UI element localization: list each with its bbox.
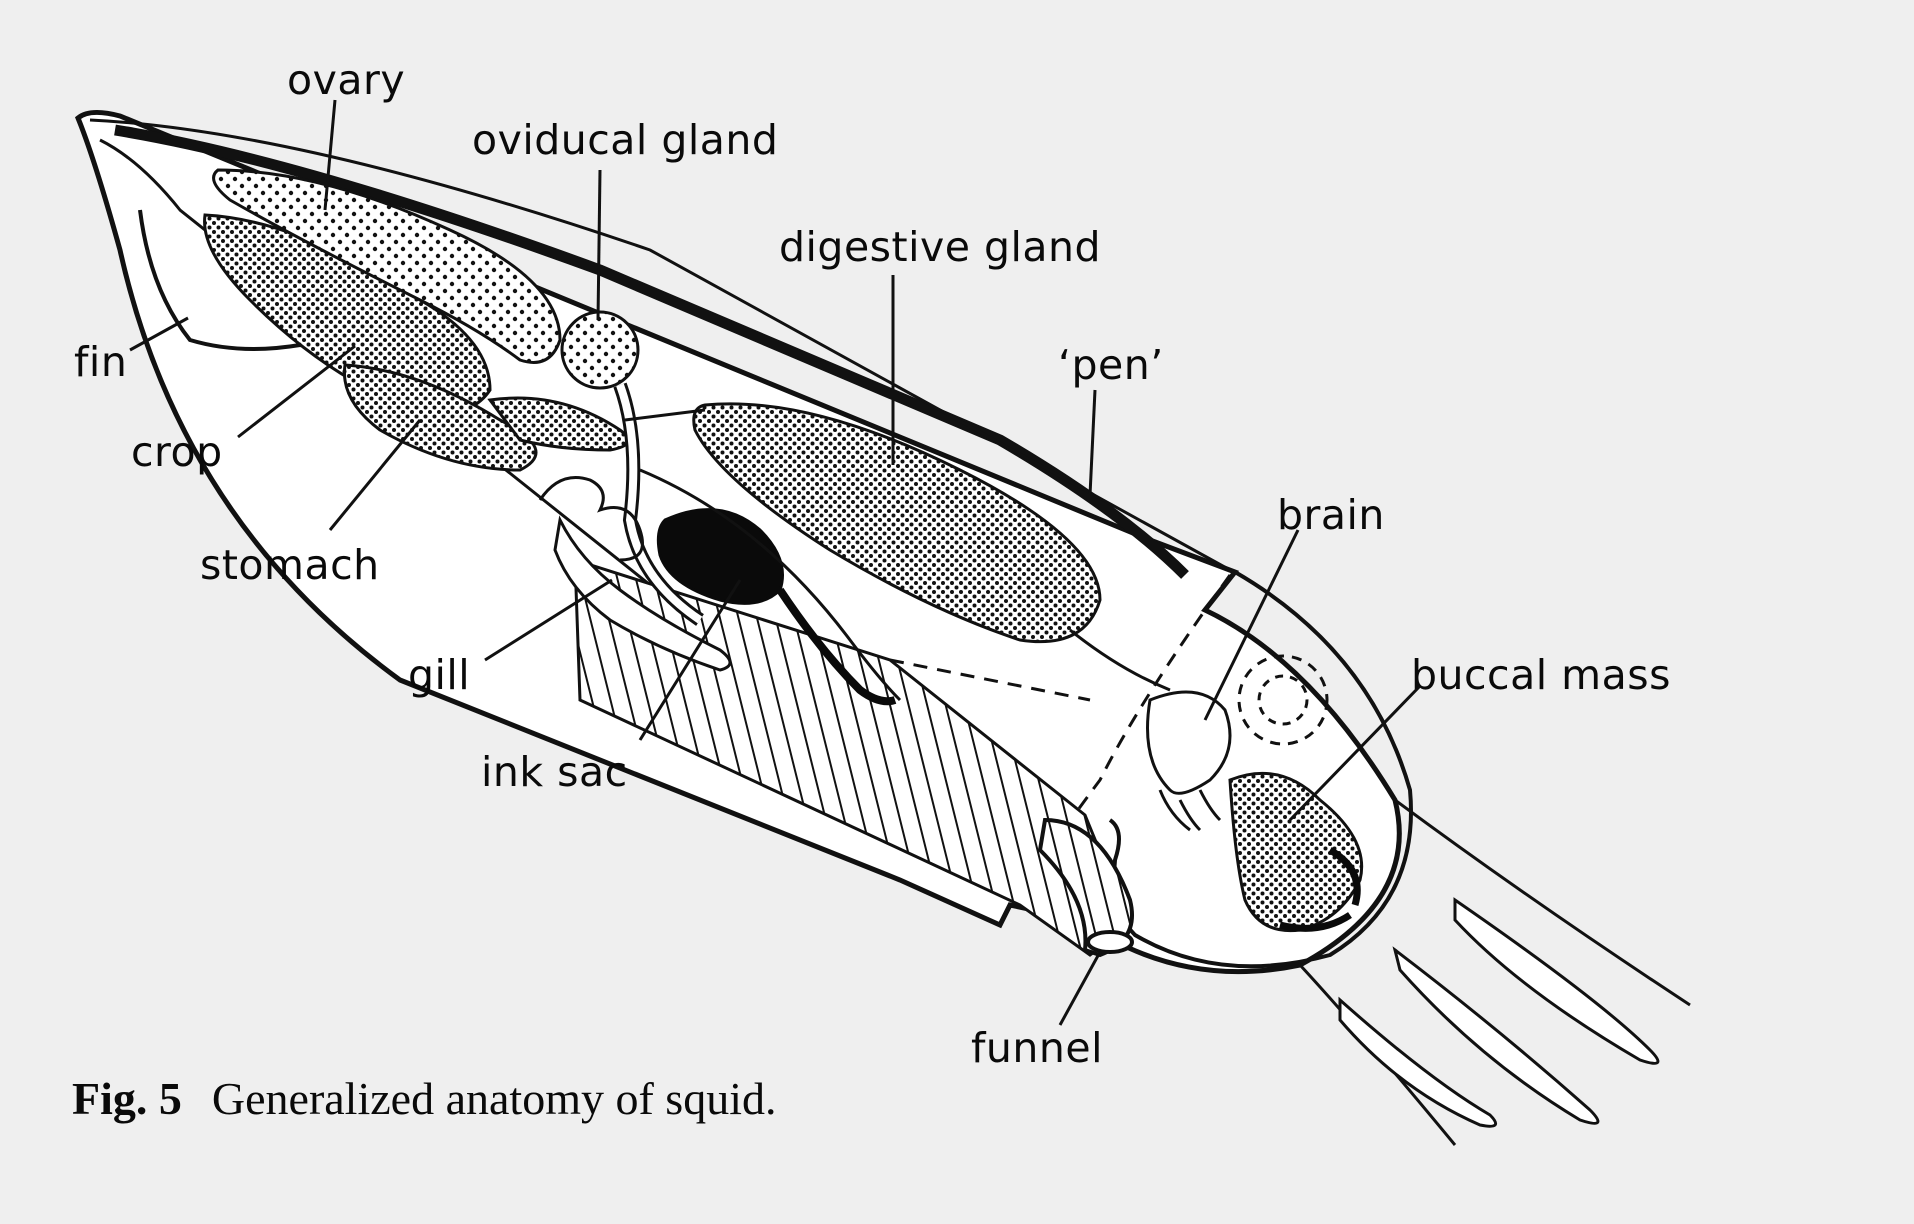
beak (1279, 846, 1361, 932)
label-gill: gill (408, 651, 471, 699)
label-digestive-gland: digestive gland (779, 223, 1102, 271)
caption-text: Generalized anatomy of squid. (211, 1073, 777, 1124)
esophagus (624, 408, 1171, 692)
label-stomach: stomach (200, 541, 380, 589)
leader-crop (237, 344, 356, 439)
label-oviducal-gland: oviducal gland (472, 116, 779, 164)
gill-plume (538, 476, 644, 562)
ovary-shape (212, 168, 562, 364)
label-fin: fin (74, 338, 128, 386)
label-brain: brain (1277, 491, 1385, 539)
oviduct-inner (616, 383, 703, 624)
leader-ink (638, 579, 742, 741)
cavity-dashed (889, 658, 1091, 702)
leader-funnel (1058, 951, 1102, 1026)
arm-1 (1394, 798, 1691, 1007)
label-buccal-mass: buccal mass (1411, 651, 1671, 699)
digestive-gland-shape (692, 402, 1102, 644)
eye-outer (1237, 654, 1329, 746)
leader-pen (1088, 389, 1097, 496)
gill-shape (553, 515, 732, 672)
dorsal-line (89, 118, 1231, 572)
brain-shape (1146, 690, 1232, 795)
leader-brain (1203, 529, 1300, 721)
ink-sac-shape (656, 508, 784, 605)
buccal-mass-shape (1228, 771, 1364, 933)
leader-buccal (1288, 684, 1422, 822)
leader-stomach (328, 419, 422, 531)
label-funnel: funnel (971, 1024, 1104, 1072)
label-ink-sac: ink sac (481, 748, 628, 796)
oviducal-gland-shape (560, 310, 640, 390)
label-crop: crop (131, 428, 223, 476)
figure-number: Fig. 5 (72, 1073, 182, 1124)
leader-oviducal (596, 169, 602, 321)
figure-caption: Fig. 5 Generalized anatomy of squid. (72, 1076, 776, 1122)
stomach-shape (342, 363, 538, 472)
arm-5 (1338, 996, 1498, 1128)
leader-fin (129, 316, 189, 352)
mantle-inner-line (99, 138, 1021, 882)
pen-stripe (114, 124, 1189, 579)
leader-gill (484, 578, 613, 662)
ink-duct (776, 587, 897, 706)
label-pen: ‘pen’ (1058, 341, 1164, 389)
nerves (1158, 789, 1222, 832)
funnel-opening (1086, 930, 1134, 954)
rectum (639, 468, 902, 702)
leader-ovary (323, 99, 337, 211)
eye-inner (1257, 674, 1309, 726)
arm-4 (1392, 946, 1600, 1125)
arm-3 (1453, 897, 1660, 1065)
label-ovary: ovary (287, 56, 406, 104)
